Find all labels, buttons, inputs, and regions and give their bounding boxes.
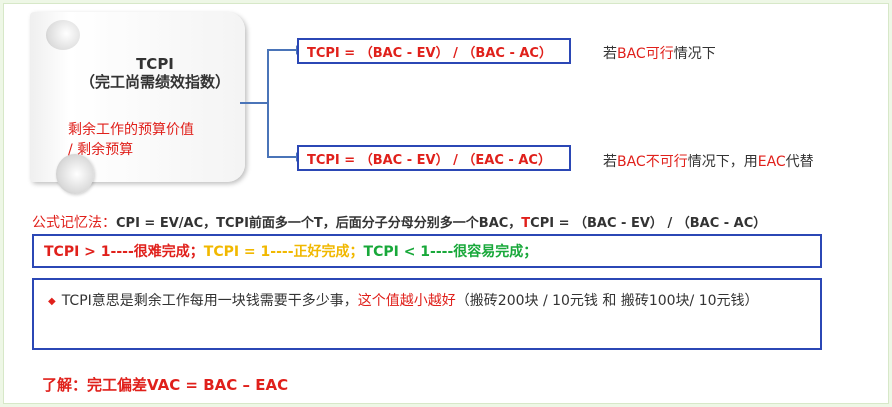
definition-line-1: 剩余工作的预算价值: [68, 122, 194, 138]
note2-infeasible: 不可行: [645, 154, 688, 170]
note2-mid: 情况下，用: [687, 154, 758, 170]
scroll-roll-bottom: [56, 154, 94, 194]
vac-note: 了解：完工偏差VAC = BAC – EAC: [42, 376, 289, 394]
rule-less-than-1: TCPI < 1----很容易完成；: [363, 244, 538, 260]
tcpi-subtitle: （完工尚需绩效指数）: [79, 73, 230, 91]
meaning-highlight: 这个值越小越好: [357, 293, 456, 309]
note-bac-infeasible: 若BAC不可行情况下，用EAC代替: [603, 151, 814, 171]
meaning-part-3: （搬砖200块 / 10元钱 和 搬砖100块/ 10元钱）: [455, 293, 759, 309]
mnemonic-formula: CPI = （BAC - EV） / （BAC - AC）: [530, 216, 767, 231]
mnemonic-line: 公式记忆法：CPI = EV/AC，TCPI前面多一个T，后面分子分母分别多一个…: [32, 212, 766, 232]
note2-bac: BAC: [617, 154, 646, 170]
note2-suffix: 代替: [785, 154, 814, 170]
formula-box-bac-infeasible: TCPI = （BAC - EV） / （EAC - AC）: [297, 145, 571, 171]
note1-prefix: 若: [603, 46, 617, 62]
bracket-connector: [240, 45, 300, 162]
tcpi-rules-box: TCPI > 1----很难完成； TCPI = 1----正好完成； TCPI…: [32, 234, 822, 268]
tcpi-meaning-box: ◆ TCPI意思是剩余工作每用一块钱需要干多少事，这个值越小越好（搬砖200块 /…: [32, 278, 822, 350]
bullet-icon: ◆: [48, 296, 56, 307]
note1-bac: BAC: [617, 46, 646, 62]
note2-prefix: 若: [603, 154, 617, 170]
formula-box-bac-feasible: TCPI = （BAC - EV） / （BAC - AC）: [297, 38, 571, 64]
note2-eac: EAC: [757, 154, 786, 170]
scroll-banner: [30, 12, 245, 194]
note1-feasible: 可行: [645, 46, 674, 62]
scroll-heading: TCPI （完工尚需绩效指数）: [60, 55, 250, 92]
tcpi-title: TCPI: [136, 55, 174, 73]
definition-line-2: / 剩余预算: [68, 142, 134, 158]
mnemonic-text: CPI = EV/AC，TCPI前面多一个T，后面分子分母分别多一个BAC，: [116, 216, 522, 231]
note1-suffix: 情况下: [673, 46, 716, 62]
rule-equal-1: TCPI = 1----正好完成；: [203, 244, 364, 260]
scroll-roll-top: [46, 20, 80, 50]
mnemonic-t: T: [521, 216, 531, 231]
mnemonic-label: 公式记忆法：: [32, 215, 116, 231]
meaning-part-1: TCPI意思是剩余工作每用一块钱需要干多少事，: [61, 293, 358, 309]
rule-greater-than-1: TCPI > 1----很难完成；: [44, 244, 204, 260]
note-bac-feasible: 若BAC可行情况下: [603, 43, 716, 63]
tcpi-definition: 剩余工作的预算价值 / 剩余预算: [68, 120, 248, 160]
